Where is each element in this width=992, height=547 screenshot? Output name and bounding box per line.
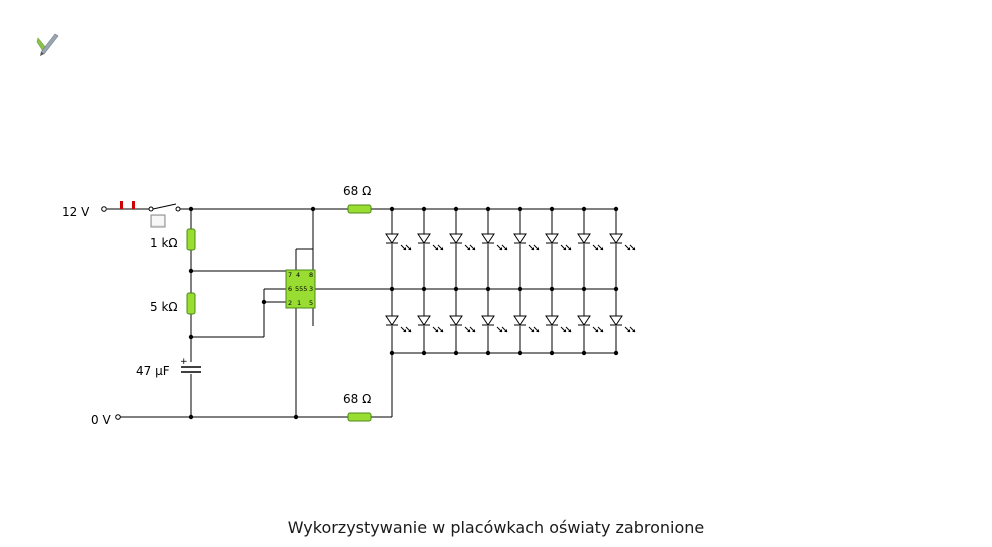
led-lower-2 <box>417 315 444 333</box>
resistor-5k <box>186 292 196 315</box>
ic-name: 555 <box>295 285 307 293</box>
switch-button[interactable] <box>150 214 166 228</box>
wires <box>107 208 616 418</box>
led-lower-4 <box>481 315 508 333</box>
app-logo-icon <box>36 33 59 56</box>
switch-icon <box>148 203 181 212</box>
junction-dots <box>188 206 619 420</box>
label-5k: 5 kΩ <box>150 300 178 314</box>
led-upper-5 <box>513 233 540 251</box>
fuse-icon <box>118 201 138 210</box>
resistor-68-bottom <box>347 412 372 422</box>
label-1k: 1 kΩ <box>150 236 178 250</box>
label-68-top: 68 Ω <box>343 184 371 198</box>
terminal-12v <box>101 206 107 212</box>
resistor-68-top <box>347 204 372 214</box>
led-lower-7 <box>577 315 604 333</box>
label-12v: 12 V <box>62 205 90 219</box>
led-upper-2 <box>417 233 444 251</box>
label-47uf: 47 µF <box>136 364 170 378</box>
led-lower-8 <box>609 315 636 333</box>
pin-3: 3 <box>309 285 313 293</box>
led-upper-7 <box>577 233 604 251</box>
label-68-bottom: 68 Ω <box>343 392 371 406</box>
capacitor-plus: + <box>180 357 188 367</box>
ic-555: 7 4 8 6 555 3 2 1 5 <box>285 269 316 309</box>
footer-notice: Wykorzystywanie w placówkach oświaty zab… <box>287 518 705 537</box>
led-upper-4 <box>481 233 508 251</box>
pin-6: 6 <box>288 285 292 293</box>
led-lower-6 <box>545 315 572 333</box>
led-columns <box>385 209 636 353</box>
led-lower-1 <box>385 315 412 333</box>
pin-5: 5 <box>309 299 313 307</box>
pin-8: 8 <box>309 271 313 279</box>
led-lower-3 <box>449 315 476 333</box>
led-upper-3 <box>449 233 476 251</box>
resistor-1k <box>186 228 196 251</box>
led-upper-8 <box>609 233 636 251</box>
capacitor-icon <box>181 366 201 373</box>
pin-7: 7 <box>288 271 292 279</box>
led-lower-5 <box>513 315 540 333</box>
led-upper-6 <box>545 233 572 251</box>
pin-2: 2 <box>288 299 292 307</box>
label-0v: 0 V <box>91 413 111 427</box>
terminal-0v <box>115 414 121 420</box>
pin-4: 4 <box>296 271 300 279</box>
pin-1: 1 <box>297 299 301 307</box>
led-upper-1 <box>385 233 412 251</box>
